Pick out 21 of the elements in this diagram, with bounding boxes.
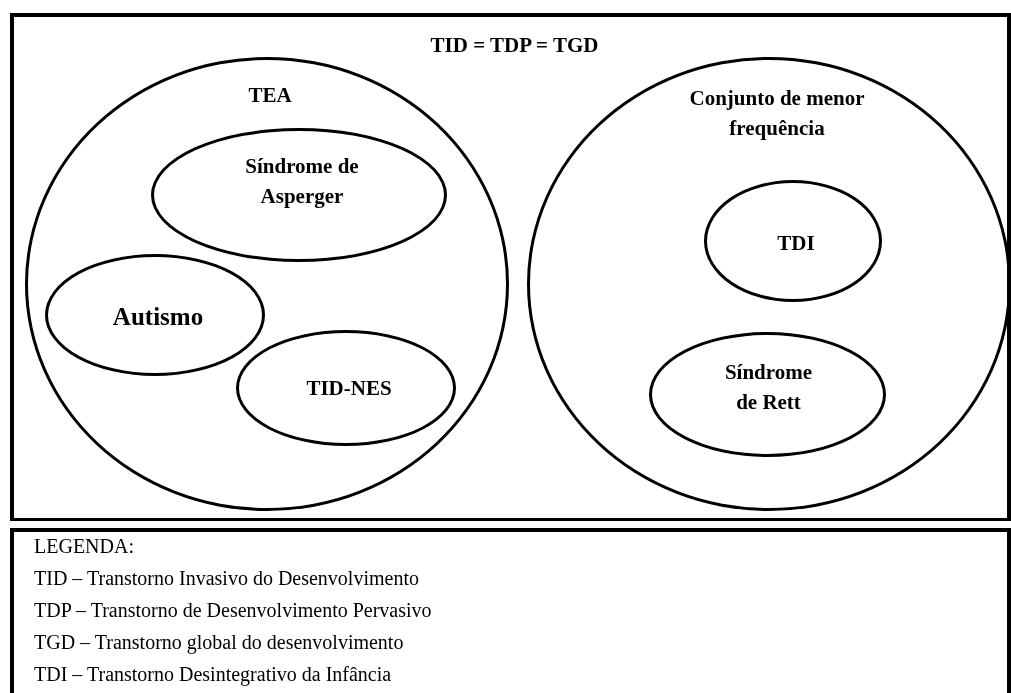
legend-entry: TGD – Transtorno global do desenvolvimento	[34, 630, 404, 656]
legend-heading: LEGENDA:	[34, 534, 134, 559]
set-label: TID-NES	[305, 375, 393, 402]
set-label: Autismo	[111, 302, 205, 332]
legend-panel	[10, 528, 1011, 693]
legend-entry: TID – Transtorno Invasivo do Desenvolvimento	[34, 566, 419, 591]
subset-ellipse	[151, 128, 447, 262]
subset-ellipse	[704, 180, 882, 302]
diagram-frame	[10, 13, 1011, 521]
set-label: TEA	[247, 82, 293, 109]
set-label: Conjunto de menor frequência	[688, 85, 866, 143]
set-label: Síndrome de Rett	[723, 359, 814, 417]
legend-entry: TDI – Transtorno Desintegrativo da Infância	[34, 662, 392, 688]
subset-ellipse	[649, 332, 886, 457]
set-label: Síndrome de Asperger	[244, 153, 360, 211]
set-label: TDI	[776, 230, 816, 257]
legend-entry: TDP – Transtorno de Desenvolvimento Pervasivo	[34, 598, 432, 623]
frame-label: TID = TDP = TGD	[429, 32, 600, 59]
subset-ellipse	[45, 254, 265, 376]
subset-ellipse	[236, 330, 456, 446]
set-circle	[25, 57, 509, 511]
